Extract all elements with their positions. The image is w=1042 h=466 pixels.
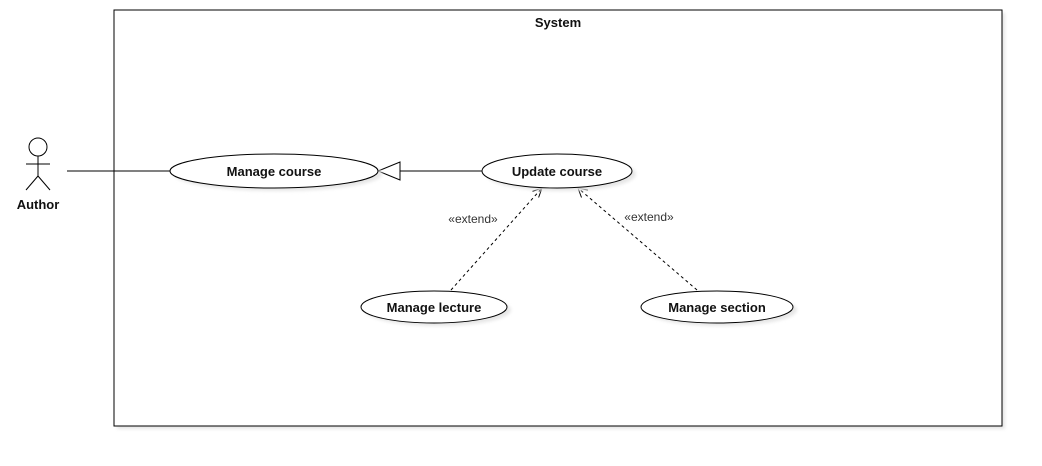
actor-author[interactable]: Author [17,137,60,212]
use-case-manage-lecture[interactable]: Manage lecture [360,290,511,326]
use-case-manage-course[interactable]: Manage course [169,153,382,191]
use-case-label: Manage course [227,164,322,179]
system-label: System [535,15,581,30]
use-case-label: Update course [512,164,602,179]
use-case-update-course[interactable]: Update course [481,153,636,191]
extend-label-lecture: «extend» [448,212,498,226]
extend-label-section: «extend» [624,210,674,224]
generalization-arrow[interactable] [376,161,482,181]
system-boundary[interactable]: System [113,9,1005,429]
actor-head-icon [28,137,48,157]
use-case-manage-section[interactable]: Manage section [640,290,797,326]
use-case-label: Manage section [668,300,766,315]
use-case-label: Manage lecture [387,300,482,315]
actor-label: Author [17,197,60,212]
